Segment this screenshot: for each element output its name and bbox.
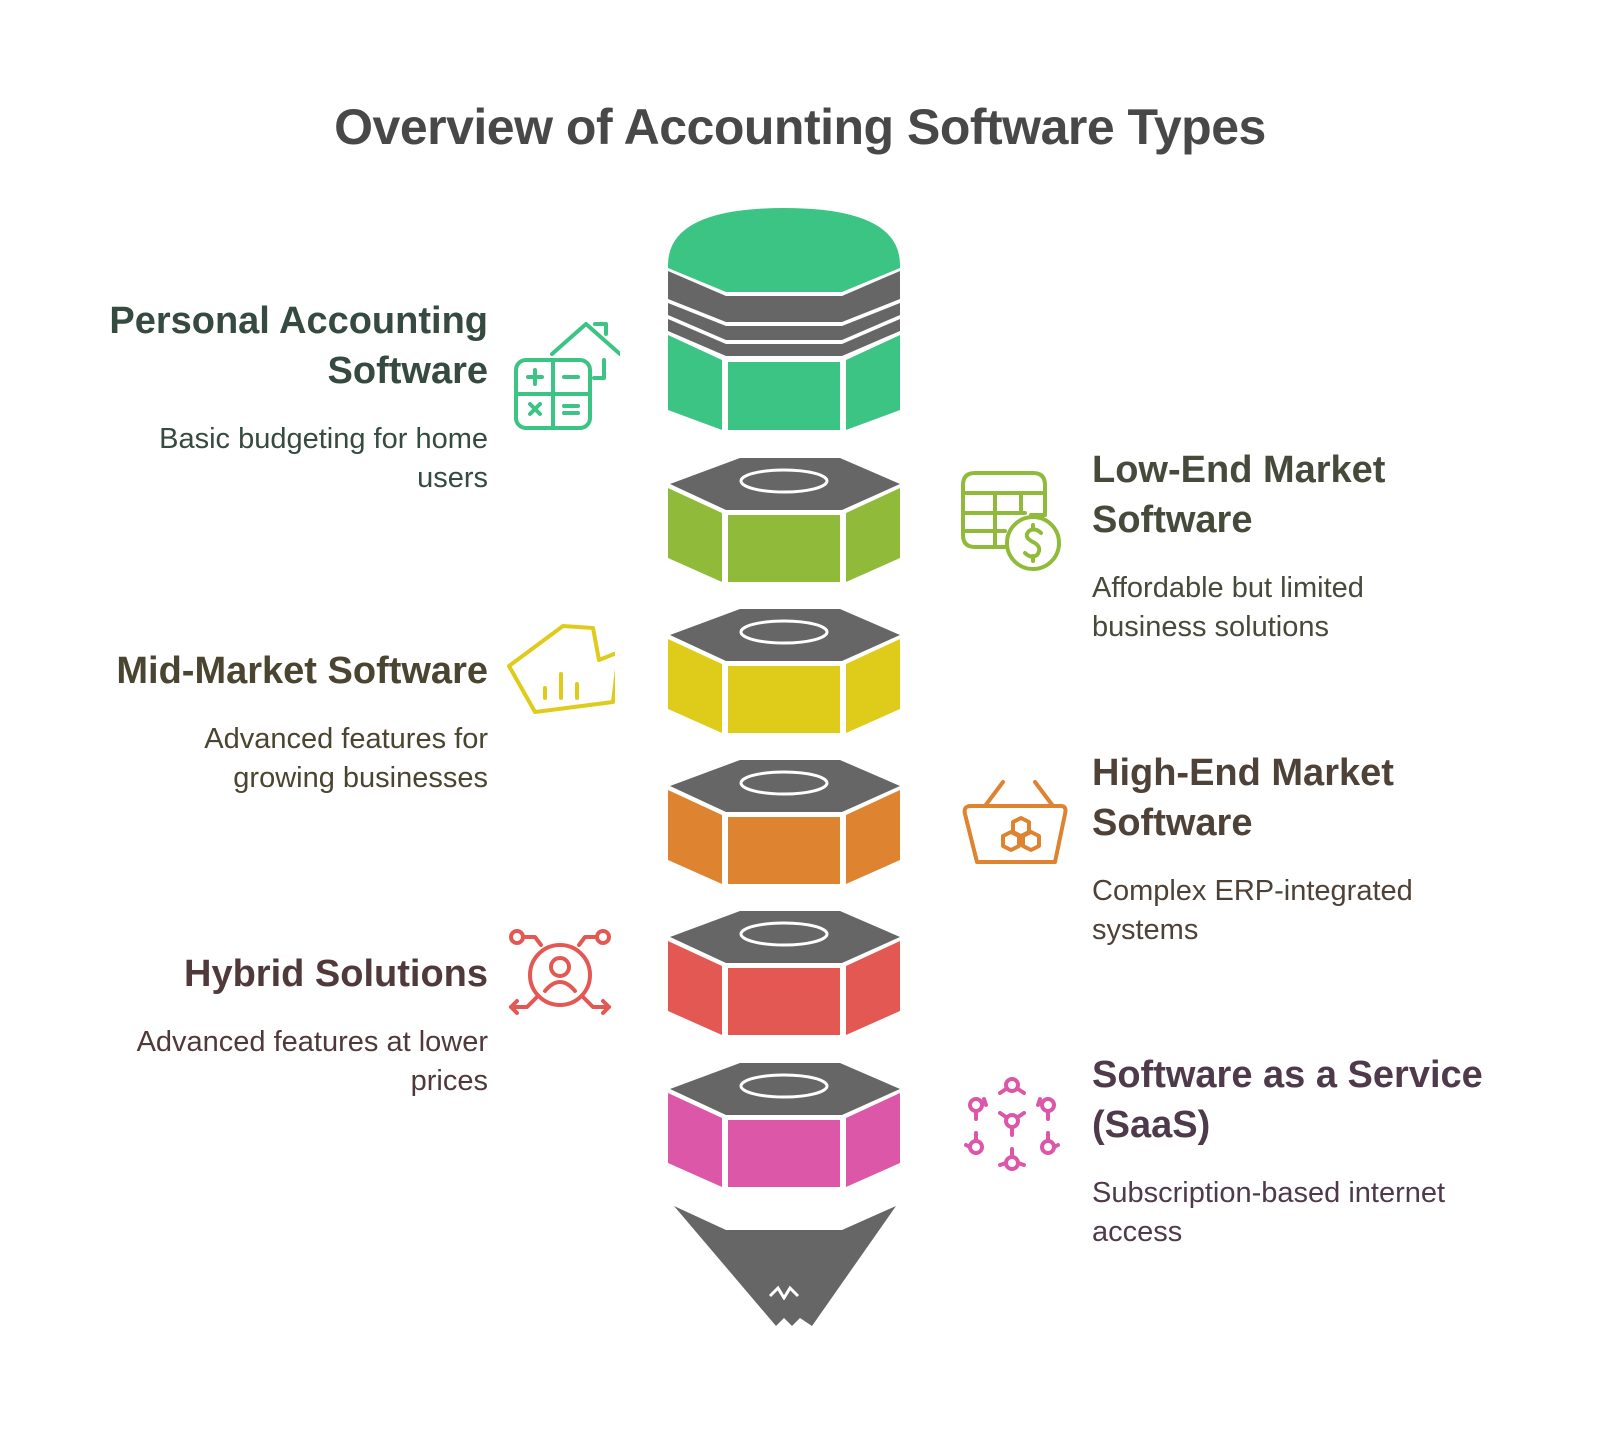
calculator-house-icon	[514, 322, 620, 430]
chart-badge-icon	[507, 624, 615, 714]
network-nodes-icon	[964, 1077, 1060, 1171]
segment-personal	[668, 208, 900, 430]
item-heading: Software as a Service(SaaS)	[1092, 1054, 1483, 1146]
item-heading: Hybrid Solutions	[184, 953, 488, 995]
segment-low-end	[668, 458, 900, 582]
spreadsheet-dollar-icon	[961, 471, 1061, 571]
user-network-icon	[509, 929, 611, 1015]
segment-hybrid	[668, 911, 900, 1035]
segment-saas	[668, 1063, 900, 1187]
segment-mid-market	[668, 609, 900, 733]
basket-hexagons-icon	[962, 780, 1068, 864]
pencil-tip	[674, 1206, 896, 1326]
item-saas: Software as a Service(SaaS) Subscription…	[1092, 1050, 1562, 1252]
item-hybrid-solutions: Hybrid Solutions Advanced features at lo…	[48, 949, 488, 1101]
item-mid-market: Mid-Market Software Advanced features fo…	[48, 646, 488, 798]
diagram-title: Overview of Accounting Software Types	[334, 99, 1266, 155]
item-heading: Mid-Market Software	[116, 650, 488, 692]
segment-high-end	[668, 760, 900, 884]
